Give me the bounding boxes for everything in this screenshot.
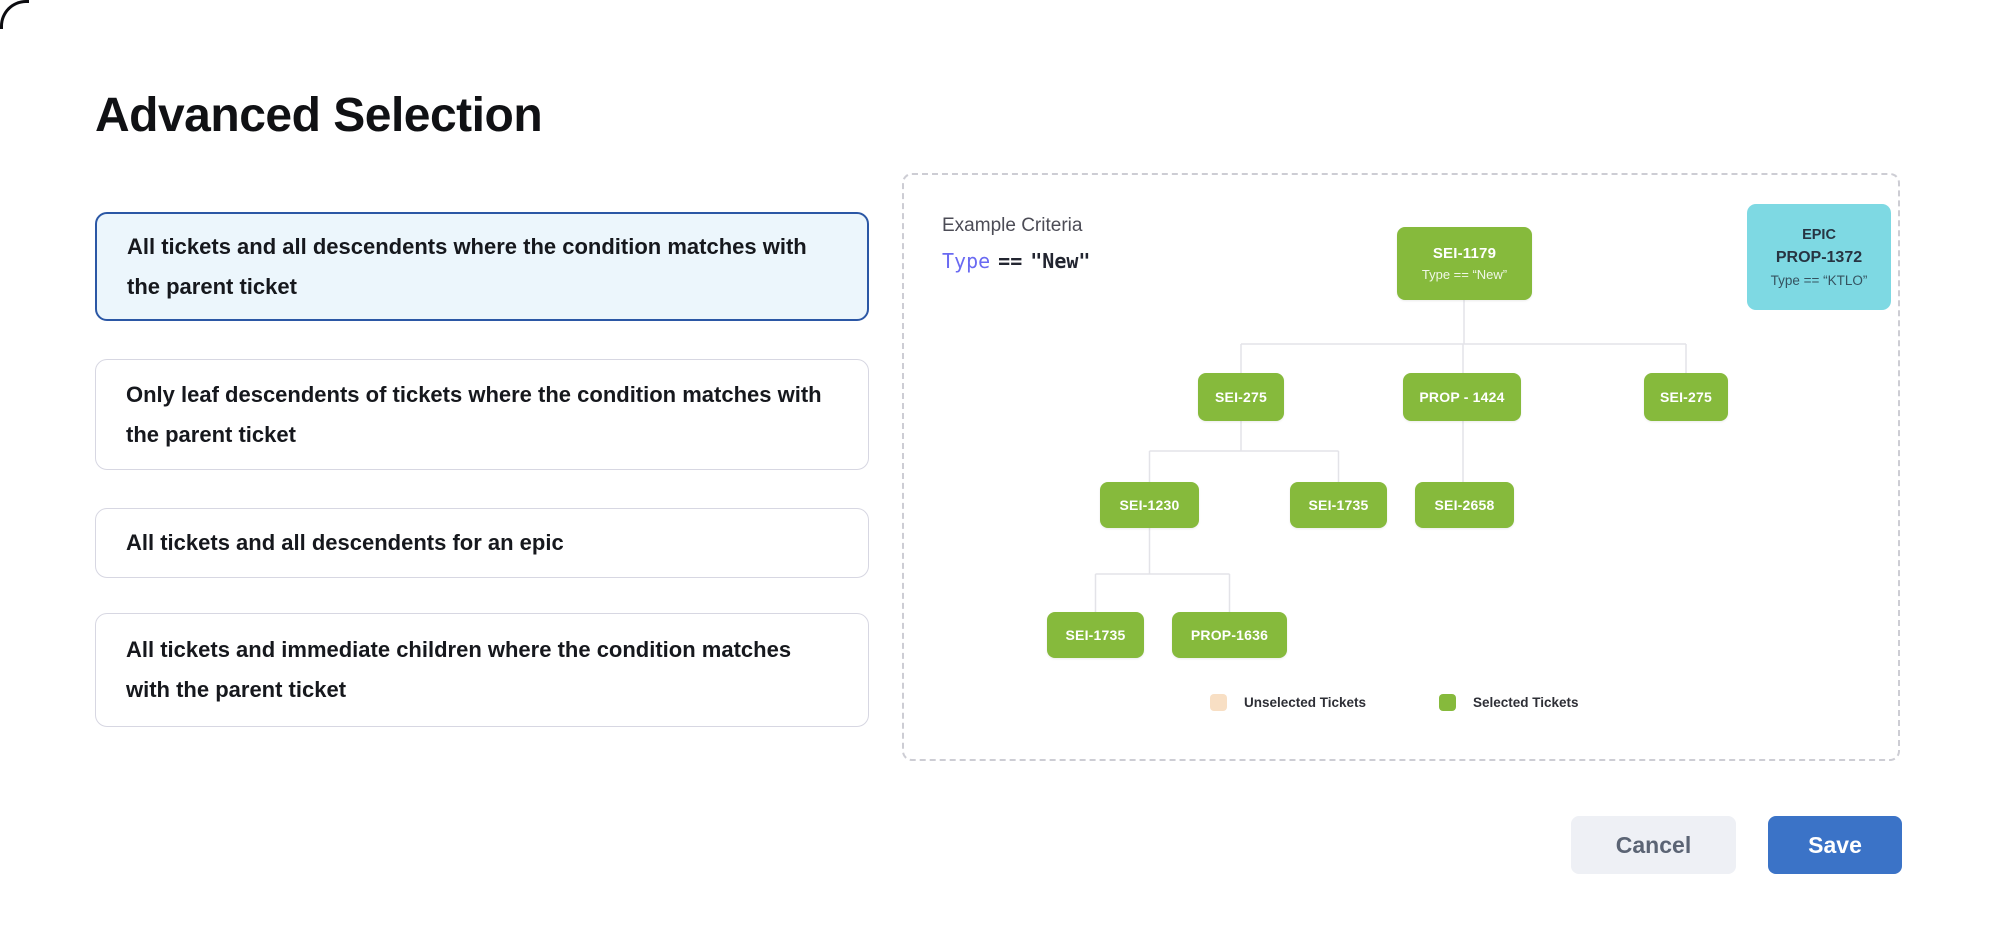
tree-node: SEI-1735	[1290, 482, 1387, 528]
legend-item-unselected: Unselected Tickets	[1210, 694, 1366, 711]
option-label: All tickets and all descendents for an e…	[126, 530, 564, 555]
window-corner	[0, 0, 29, 29]
epic-ticket-id: PROP-1372	[1775, 248, 1863, 266]
criteria-expression: Type == "New"	[942, 249, 1090, 273]
epic-type-label: EPIC	[1802, 226, 1836, 243]
option-card-leaf-descendents-condition[interactable]: Only leaf descendents of tickets where t…	[95, 359, 869, 470]
legend-swatch-selected	[1439, 694, 1456, 711]
tree-node: PROP-1636	[1172, 612, 1287, 658]
option-label: Only leaf descendents of tickets where t…	[126, 381, 822, 447]
criteria-value: "New"	[1030, 249, 1091, 273]
legend-label-selected: Selected Tickets	[1473, 695, 1579, 710]
option-label: All tickets and all descendents where th…	[127, 233, 807, 299]
tree-node: SEI-1735	[1047, 612, 1144, 658]
epic-card: EPIC PROP-1372 Type == “KTLO”	[1747, 204, 1891, 310]
epic-condition: Type == “KTLO”	[1770, 272, 1868, 288]
option-card-all-descendents-condition[interactable]: All tickets and all descendents where th…	[95, 212, 869, 321]
option-label: All tickets and immediate children where…	[126, 637, 792, 702]
criteria-operator: ==	[998, 249, 1023, 273]
option-card-immediate-children-condition[interactable]: All tickets and immediate children where…	[95, 613, 869, 727]
page-title: Advanced Selection	[95, 89, 543, 143]
example-panel: Example Criteria Type == "New" SEI-1179 Ty…	[902, 173, 1900, 761]
option-card-all-descendents-epic[interactable]: All tickets and all descendents for an e…	[95, 508, 869, 578]
tree-node: PROP - 1424	[1403, 373, 1521, 421]
tree-node-root: SEI-1179 Type == “New”	[1397, 227, 1532, 300]
tree-node: SEI-1230	[1100, 482, 1199, 528]
legend-swatch-unselected	[1210, 694, 1227, 711]
legend-label-unselected: Unselected Tickets	[1244, 695, 1367, 710]
save-button[interactable]: Save	[1768, 816, 1902, 874]
example-criteria-heading: Example Criteria	[942, 215, 1083, 236]
tree-connector-lines	[1094, 300, 1687, 612]
tree-node: SEI-275	[1644, 373, 1728, 421]
cancel-button[interactable]: Cancel	[1571, 816, 1736, 874]
legend-item-selected: Selected Tickets	[1439, 694, 1579, 711]
tree-node-condition: Type == “New”	[1421, 267, 1508, 282]
criteria-field: Type	[942, 249, 991, 273]
tree-node: SEI-275	[1198, 373, 1284, 421]
tree-node: SEI-2658	[1415, 482, 1514, 528]
tree-node-id: SEI-1179	[1432, 245, 1497, 262]
